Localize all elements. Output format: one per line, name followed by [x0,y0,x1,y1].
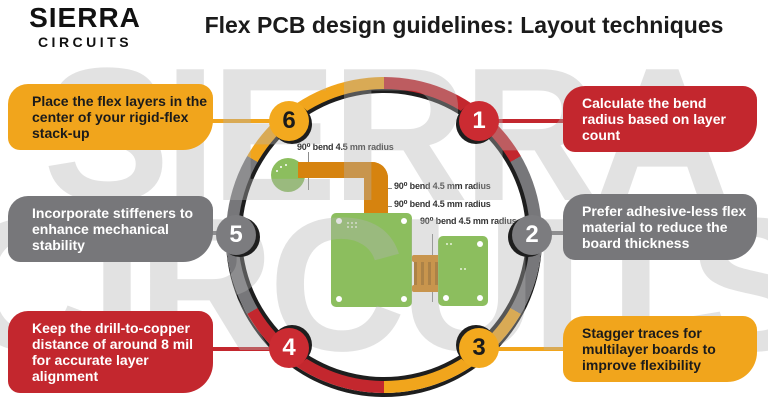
mount-hole [401,296,407,302]
pad-dots [446,243,448,245]
step-badge-4: 4 [269,328,309,368]
connector-line-step-3 [488,347,566,351]
rigid-board-left [331,213,412,307]
tip-box-3: Stagger traces for multilayer boards to … [563,316,757,383]
step-badge-5: 5 [216,215,256,255]
sierra-circuits-logo: SIERRA CIRCUITS [10,4,160,51]
tip-box-1: Calculate the bend radius based on layer… [563,86,757,153]
pad-dots [460,268,462,270]
tip-label-2: Prefer adhesive-less flex material to re… [582,203,747,252]
tip-label-6: Place the flex layers in the center of y… [32,93,208,142]
logo-circuits-text: CIRCUITS [37,34,133,50]
step-badge-6: 6 [269,101,309,141]
tip-box-2: Prefer adhesive-less flex material to re… [563,194,757,261]
badge-number-3: 3 [472,334,486,361]
tip-label-5: Incorporate stiffeners to enhance mechan… [32,205,194,254]
badge-number-1: 1 [472,107,486,134]
mount-hole [401,218,407,224]
flex-cable-horizontal-segment [298,162,388,178]
badge-number-4: 4 [282,334,296,361]
badge-number-5: 5 [229,221,243,248]
bend-annotation-3: 90⁰ bend 4.5 mm radius [394,199,491,209]
tip-box-6: Place the flex layers in the center of y… [8,84,213,151]
step-badge-3: 3 [459,328,499,368]
mount-hole [336,296,342,302]
connector-line-step-1 [488,119,566,123]
tip-box-5: Incorporate stiffeners to enhance mechan… [8,196,213,263]
mount-hole [336,218,342,224]
bend-annotation-2: 90⁰ bend 4.5 mm radius [394,181,491,191]
bend-annotation-4: 90⁰ bend 4.5 mm radius [420,216,517,226]
tip-label-4: Keep the drill-to-copper distance of aro… [32,320,194,385]
badge-number-6: 6 [282,107,296,134]
step-badge-2: 2 [512,215,552,255]
connector-line-step-6 [206,119,284,123]
step-badge-1: 1 [459,101,499,141]
badge-number-2: 2 [525,221,539,248]
page-title: Flex PCB design guidelines: Layout techn… [204,12,724,38]
connector-line-step-4 [206,347,284,351]
pad-dots [280,166,282,168]
rigid-flex-pcb-illustration: 90⁰ bend 4.5 mm radius 90⁰ bend 4.5 mm r… [264,142,524,312]
mount-hole [477,295,483,301]
mount-hole [477,241,483,247]
pad-dots [347,222,349,224]
tip-label-3: Stagger traces for multilayer boards to … [582,325,716,374]
mount-hole [443,295,449,301]
bend-annotation-1: 90⁰ bend 4.5 mm radius [297,142,394,152]
tip-label-1: Calculate the bend radius based on layer… [582,95,726,144]
rigid-board-right [438,236,488,306]
logo-sierra-text: SIERRA [29,2,141,33]
tip-box-4: Keep the drill-to-copper distance of aro… [8,311,213,394]
